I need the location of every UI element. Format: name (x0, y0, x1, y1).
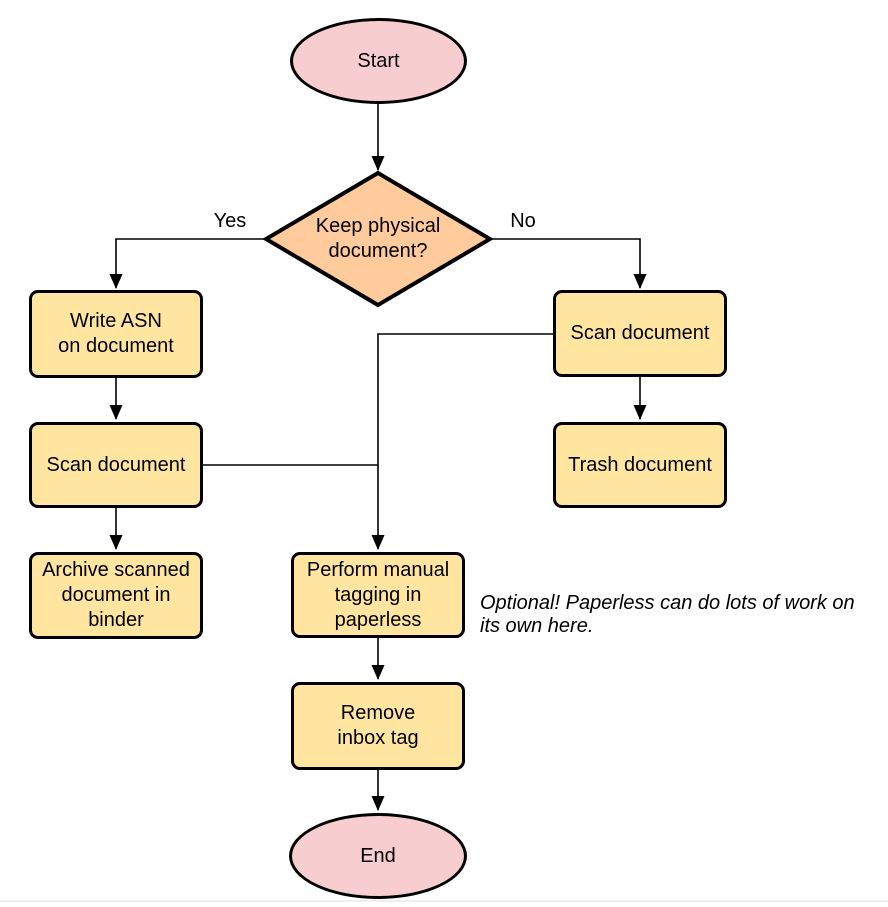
node-start: Start (290, 18, 467, 104)
edge-label-no: No (500, 210, 546, 232)
node-start-label: Start (357, 49, 400, 72)
node-keep-physical-document: Keep physical document? (263, 170, 493, 308)
node-archive-scanned-label: Archive scanned document in binder (42, 559, 190, 631)
diamond-shape (263, 170, 493, 308)
node-scan-document-right: Scan document (553, 290, 727, 377)
optional-annotation: Optional! Paperless can do lots of work … (480, 592, 855, 637)
edge-label-yes: Yes (205, 210, 255, 232)
node-trash-document-label: Trash document (568, 453, 712, 476)
node-trash-document: Trash document (553, 422, 727, 508)
node-scan-document-right-label: Scan document (570, 322, 710, 344)
node-manual-tagging-label: Perform manual tagging in paperless (306, 558, 450, 631)
node-scan-document-left-label: Scan document (46, 453, 186, 476)
node-end-label: End (360, 844, 396, 867)
edge-scan-right-to-tagging (371, 333, 553, 550)
node-keep-physical-document-label: Keep physical document? (315, 215, 441, 262)
node-scan-document-left: Scan document (29, 422, 203, 508)
node-write-asn: Write ASN on document (29, 290, 203, 378)
edge-decision-yes-to-write-asn (109, 238, 265, 289)
node-end: End (289, 813, 467, 899)
node-archive-scanned: Archive scanned document in binder (29, 552, 203, 639)
node-remove-inbox-tag: Remove inbox tag (291, 682, 465, 770)
node-remove-inbox-tag-label: Remove inbox tag (337, 702, 419, 749)
edge-decision-no-to-scan-right (490, 238, 647, 289)
node-manual-tagging: Perform manual tagging in paperless (291, 552, 465, 638)
bottom-edge-line (0, 900, 888, 902)
node-write-asn-label: Write ASN on document (58, 310, 174, 357)
